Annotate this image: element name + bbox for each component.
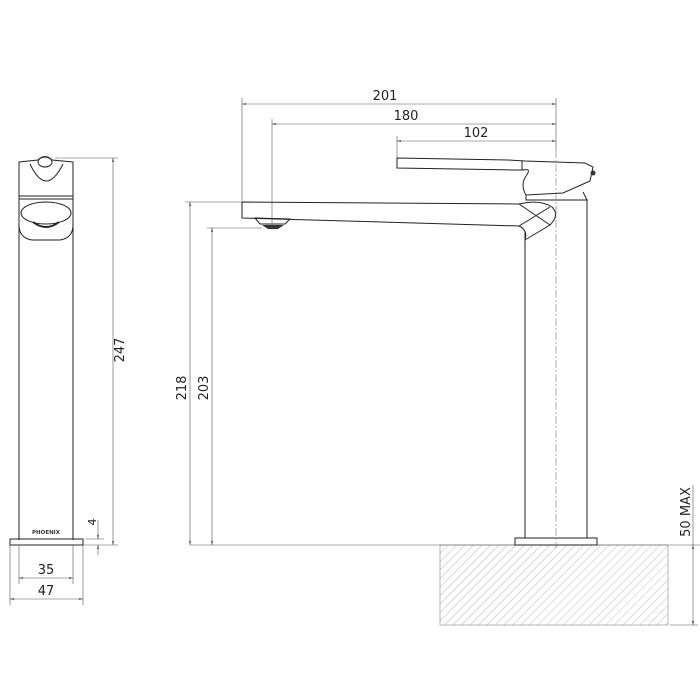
- dimension-bench: 50 MAX: [670, 485, 698, 626]
- dim-102: 102: [464, 126, 489, 141]
- side-view: PHOENIX 247 4 35 47: [9, 156, 128, 605]
- dimension-base-thickness: 4: [85, 519, 104, 555]
- dimension-reach: 201 180 102: [241, 89, 557, 230]
- dim-201: 201: [373, 89, 398, 104]
- tap-body-side: PHOENIX: [9, 156, 84, 546]
- brand-logo: PHOENIX: [32, 530, 61, 536]
- dimension-height: 247: [55, 157, 128, 546]
- dim-4: 4: [86, 519, 99, 526]
- dim-50-max: 50 MAX: [679, 487, 694, 537]
- tap-body-front: [241, 150, 598, 548]
- dim-247: 247: [113, 338, 128, 363]
- dimension-heights: 218 203: [175, 201, 262, 545]
- dim-203: 203: [197, 376, 212, 401]
- dim-218: 218: [175, 376, 190, 401]
- bench-hatch: [439, 544, 669, 626]
- dimension-widths: 35 47: [9, 545, 84, 605]
- dim-47: 47: [38, 584, 55, 599]
- dim-180: 180: [394, 109, 419, 124]
- dim-35: 35: [38, 563, 55, 578]
- front-view: 201 180 102 218 203 50 MAX: [175, 89, 700, 626]
